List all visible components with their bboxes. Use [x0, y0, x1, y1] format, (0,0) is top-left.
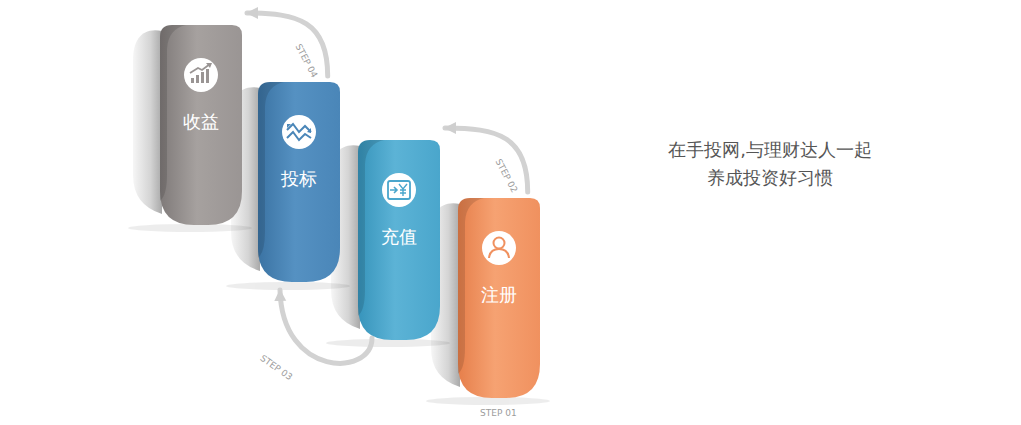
step-tab: 充值	[358, 140, 440, 340]
step-title: 注册	[458, 283, 540, 307]
step-number: STEP 01	[478, 408, 519, 419]
slogan-text: 在手投网,与理财达人一起 养成投资好习惯	[640, 136, 900, 192]
step-title: 收益	[160, 110, 242, 134]
step-number: STEP 04	[291, 40, 320, 81]
step-tab: 注册	[458, 198, 540, 398]
step-number: STEP 02	[491, 155, 520, 196]
step-tab: 收益	[160, 25, 242, 225]
step-title: 充值	[358, 225, 440, 249]
step-title: 投标	[258, 167, 340, 191]
step-number: STEP 03	[256, 352, 296, 384]
step-tab: 投标	[258, 82, 340, 282]
